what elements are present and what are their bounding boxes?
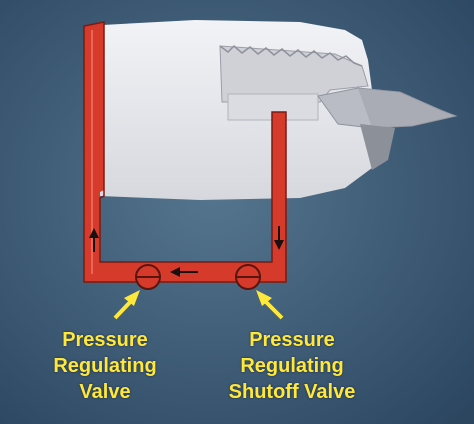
flow-arrow-left-up [89, 228, 99, 252]
callout-arrow-prsov [256, 290, 284, 320]
callout-arrow-prv [113, 290, 140, 320]
pressure-regulating-valve-icon [135, 264, 161, 290]
flow-arrow-right-down [274, 226, 284, 250]
cutaway-jagged-edge [219, 44, 363, 67]
label-line: Valve [79, 381, 131, 403]
label-line: Regulating [240, 355, 344, 377]
label-line: Regulating [53, 355, 157, 377]
label-pressure-regulating-shutoff-valve: Pressure Regulating Shutoff Valve [212, 327, 372, 405]
pressure-regulating-shutoff-valve-icon [235, 264, 261, 290]
label-line: Shutoff Valve [228, 381, 356, 403]
label-line: Pressure [249, 329, 335, 351]
label-line: Pressure [62, 329, 148, 351]
flow-arrow-center-left [170, 267, 198, 277]
label-pressure-regulating-valve: Pressure Regulating Valve [30, 327, 180, 405]
exhaust-strut [360, 124, 395, 170]
tail-cone-shadow [358, 88, 456, 128]
